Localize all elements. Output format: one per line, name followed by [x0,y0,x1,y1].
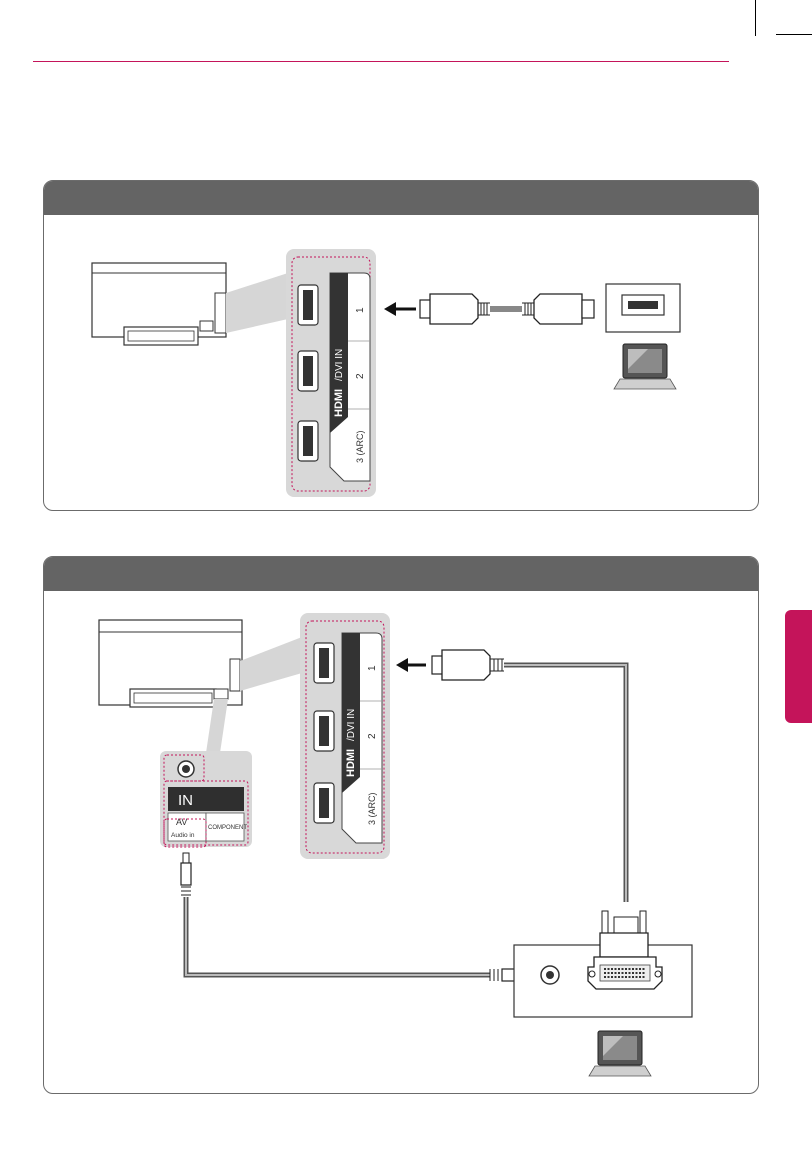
hdmi-connection-panel: HDMI /DVI IN 1 2 3 (ARC) [43,180,759,511]
insert-arrow-icon [396,658,426,672]
in-label: IN [178,792,193,809]
crop-mark [755,0,756,36]
av-label: AV [176,817,187,827]
port-number-2: 2 [367,733,378,739]
hdmi-logo: HDMI [345,749,357,777]
hdmi-port-2 [298,351,318,391]
dvi-connection-panel: IN AV Audio in COMPONENT [43,556,759,1094]
pc-hdmi-port [606,284,680,332]
tv-rear-illustration [92,263,226,345]
hdmi-logo: HDMI [333,389,345,417]
dvi-in-label: /DVI IN [334,349,345,381]
hdmi-port-1 [314,643,334,683]
port-number-2: 2 [355,373,366,379]
hdmi-connection-diagram: HDMI /DVI IN 1 2 3 (ARC) [44,181,758,510]
port-number-3: 3 (ARC) [355,430,365,463]
section-tab [785,610,812,723]
tv-rear-illustration [99,620,242,707]
audio-in-label: Audio in [171,832,195,839]
hdmi-port-3 [314,783,334,823]
av-jack-panel: IN AV Audio in COMPONENT [160,751,252,847]
hdmi-port-1 [298,285,318,325]
hdmi-port-panel: HDMI /DVI IN 1 2 3 (ARC) [300,613,390,859]
laptop-icon [614,344,676,389]
port-number-1: 1 [367,665,378,671]
dvi-connection-diagram: IN AV Audio in COMPONENT [44,557,758,1093]
hdmi-port-panel: HDMI /DVI IN 1 2 3 (ARC) [286,249,376,497]
crop-mark [776,34,812,35]
hdmi-port-3 [298,421,318,461]
dvi-in-label: /DVI IN [346,709,357,741]
laptop-icon [589,1031,651,1076]
zoom-callout [226,273,288,333]
zoom-callout [240,637,302,691]
hdmi-port-2 [314,711,334,751]
component-label: COMPONENT [208,825,247,831]
header-rule [33,61,729,62]
port-number-1: 1 [355,307,366,313]
hdmi-to-dvi-cable [432,650,626,902]
hdmi-cable-illustration [420,294,594,324]
insert-arrow-icon [384,302,416,316]
port-number-3: 3 (ARC) [367,792,377,825]
audio-cable [181,853,530,981]
